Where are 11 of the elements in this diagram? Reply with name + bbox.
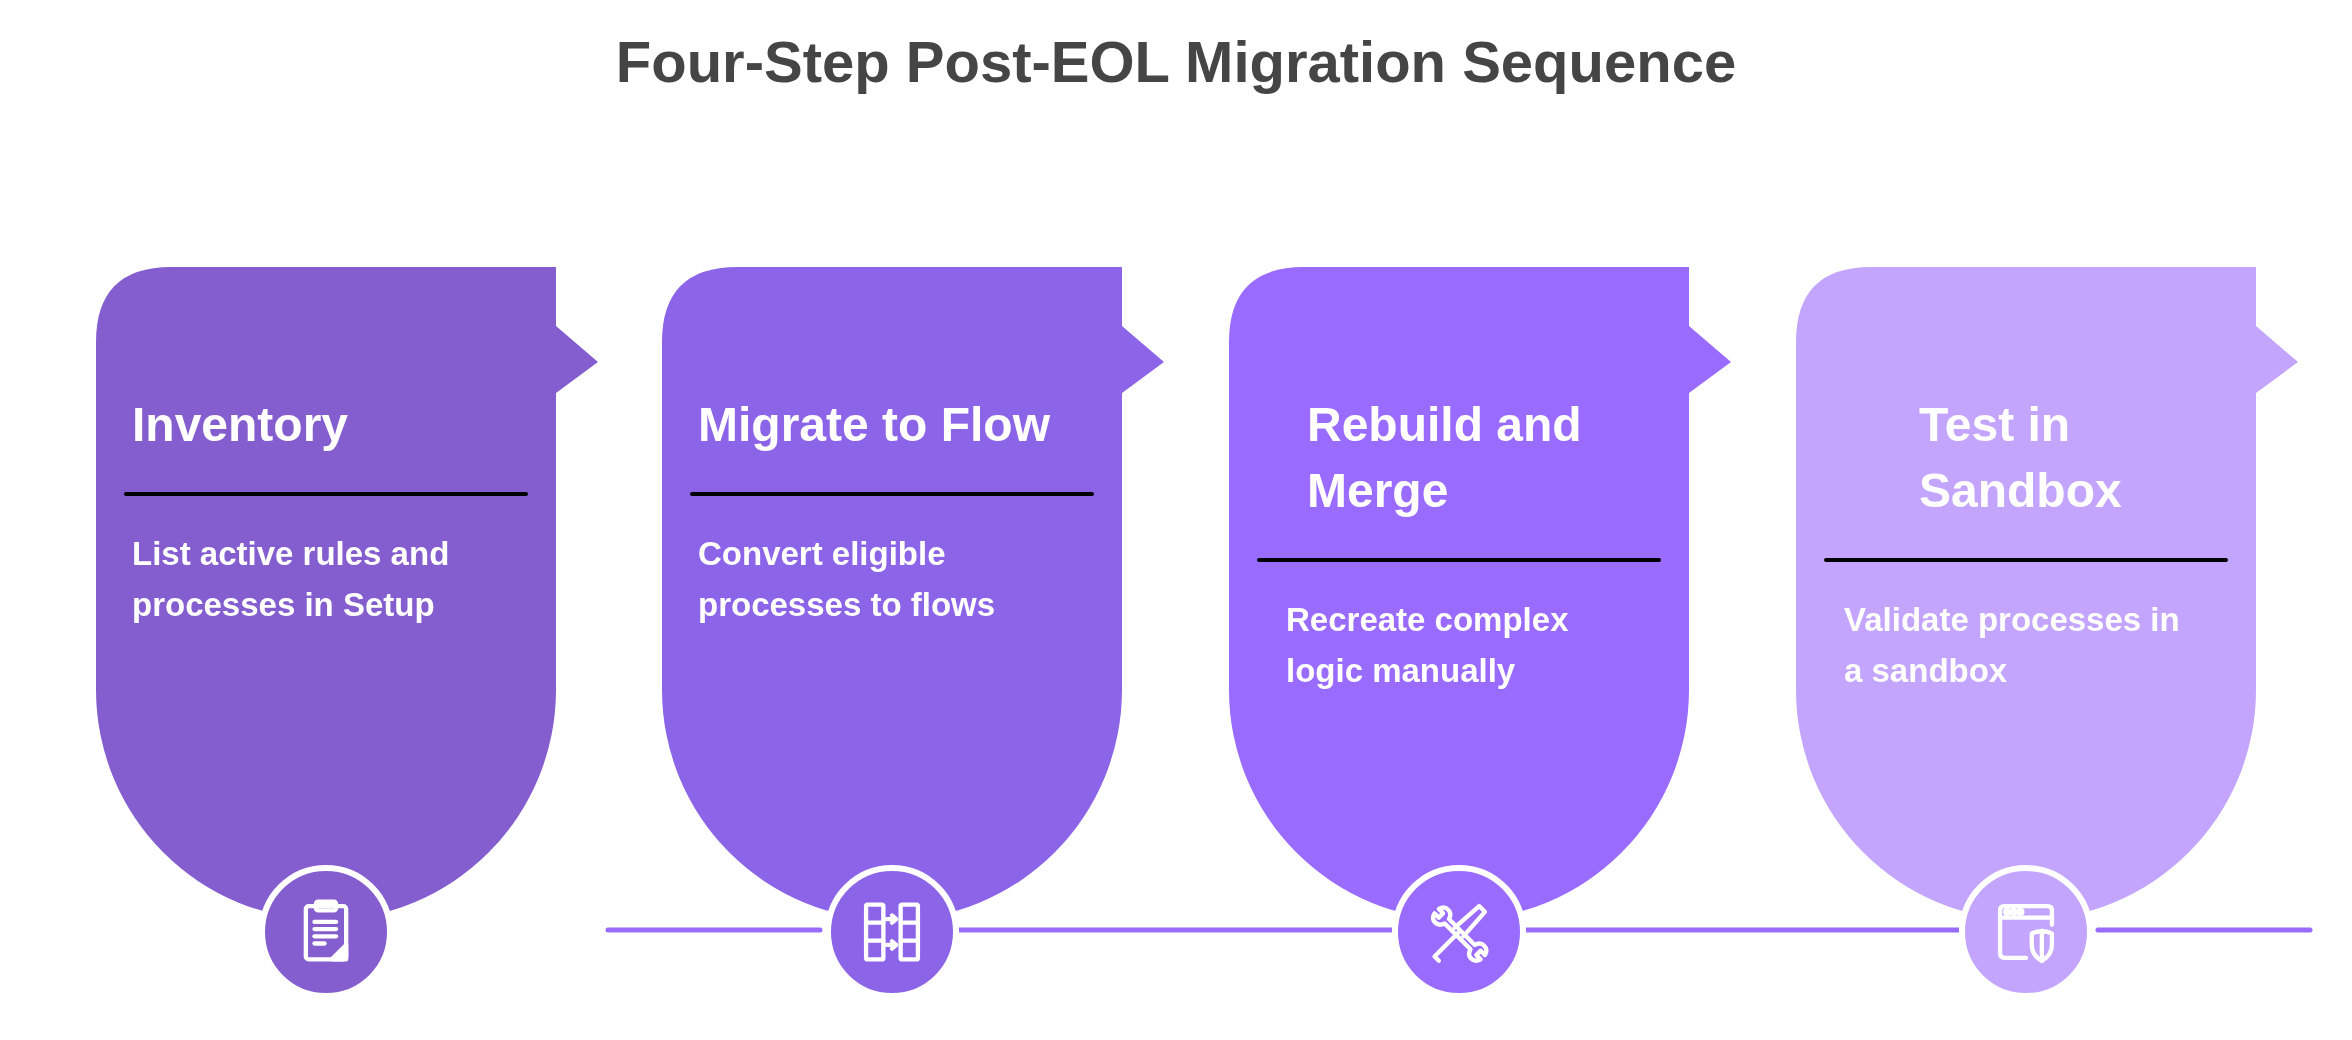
step-title: Inventory [132,397,349,453]
step-title: Rebuild and Merge [1307,397,1583,519]
timeline-connector [1526,927,1959,933]
step-description: Validate processes in a sandbox [1844,600,2181,691]
step-description: Convert eligible processes to flows [698,534,997,625]
step-title: Test in Sandbox [1919,397,2123,519]
diagram-title: Four-Step Post-EOL Migration Sequence [615,28,1737,95]
step-title: Migrate to Flow [698,397,1050,453]
timeline-connector [959,927,1392,933]
step-description: List active rules and processes in Setup [132,534,451,625]
step-description: Recreate complex logic manually [1286,600,1570,691]
